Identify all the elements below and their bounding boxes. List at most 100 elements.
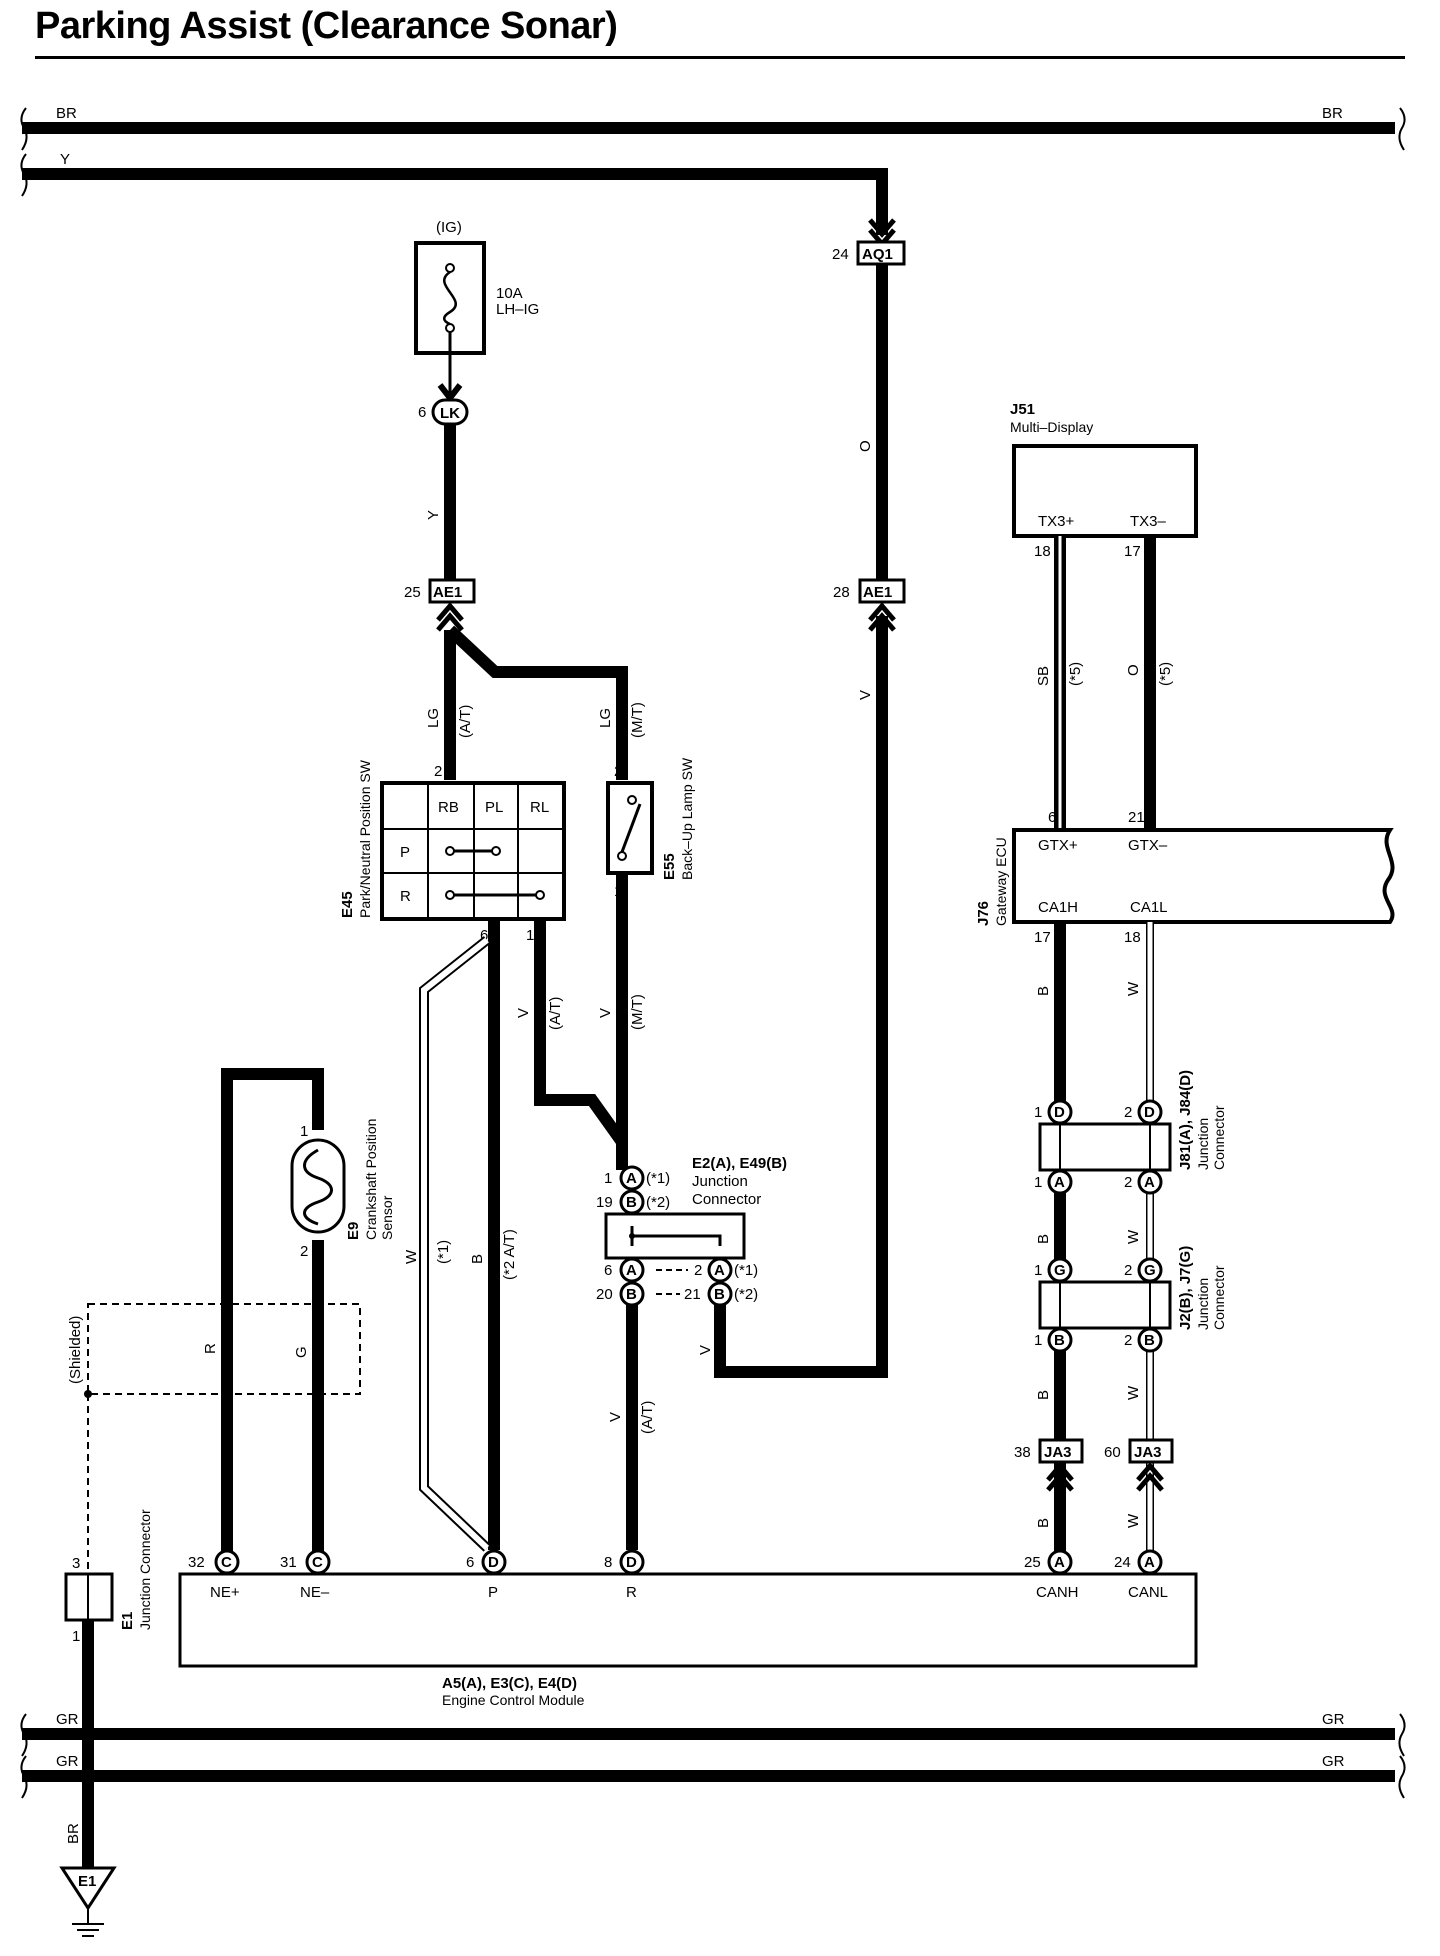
gr-label-right-1: GR <box>1322 1711 1345 1728</box>
e2-pin-a1-num: 1 <box>604 1170 612 1187</box>
r-wire-e9 <box>221 1068 324 1552</box>
e2-pin-b20-letter: B <box>626 1286 637 1303</box>
connector-aq1: AQ1 24 <box>832 218 906 266</box>
e1-pin-1: 1 <box>72 1628 80 1645</box>
mt-label-e55-v: (M/T) <box>629 994 646 1030</box>
j51-id: J51 <box>1010 401 1035 418</box>
star1-label-e45: (*1) <box>435 1240 452 1264</box>
ecm-pin-a24-num: 24 <box>1114 1554 1131 1571</box>
fuse-terminal-bottom <box>445 323 455 333</box>
w-wire-e45-ecm-inner <box>421 937 490 1551</box>
ja3-right-pin: 60 <box>1104 1444 1121 1461</box>
ecm-pin-c32-num: 32 <box>188 1554 205 1571</box>
e45-name: Park/Neutral Position SW <box>357 759 373 918</box>
e2-pin-a1-note: (*1) <box>646 1170 670 1187</box>
can-w-label-1: W <box>1125 981 1142 996</box>
e45-pin-top: 2 <box>434 763 442 780</box>
j2-pin-g1-num: 1 <box>1034 1262 1042 1279</box>
j2-pin-b1-num: 1 <box>1034 1332 1042 1349</box>
at-label-e45: (A/T) <box>457 705 474 738</box>
e2-pin-a6-num: 6 <box>604 1262 612 1279</box>
gr-bus-break-right-1 <box>1398 1713 1406 1757</box>
j81-pin-d2-letter: D <box>1144 1104 1155 1121</box>
j51-pin-18: 18 <box>1034 543 1051 560</box>
e2-pin-b19-letter: B <box>626 1194 637 1211</box>
connector-ja3-left: JA3 38 <box>1014 1438 1084 1492</box>
j51-pin-17: 17 <box>1124 543 1141 560</box>
page-title: Parking Assist (Clearance Sonar) <box>35 5 618 47</box>
can-b-label-3: B <box>1035 1390 1052 1400</box>
e45-row-r: R <box>400 888 411 905</box>
j2-id: J2(B), J7(G) <box>1177 1246 1194 1330</box>
lg-wire-e55 <box>445 625 628 780</box>
j76-gtx-minus: GTX– <box>1128 837 1168 854</box>
e55-pin-top: 2 <box>614 763 622 780</box>
j76-ca1l: CA1L <box>1130 899 1168 916</box>
ecm-pin-c31-letter: C <box>312 1554 323 1571</box>
shielded-label: (Shielded) <box>67 1316 84 1384</box>
e2-pin-b21 <box>707 1281 733 1307</box>
e2-pin-a2-note: (*1) <box>734 1262 758 1279</box>
gr-bus-break-right-2 <box>1398 1755 1406 1799</box>
ecm-pin-a25-num: 25 <box>1024 1554 1041 1571</box>
v-wire-ae1-e2 <box>714 616 888 1378</box>
e9-crankshaft-sensor: 1 2 E9 Crankshaft Position Sensor R G (S… <box>67 1068 395 1592</box>
e55-id: E55 <box>661 853 678 880</box>
j2-pin-b2 <box>1137 1327 1163 1353</box>
ground-label: E1 <box>78 1873 96 1890</box>
e2-splice-dot <box>629 1233 635 1239</box>
j81-pin-d1-num: 1 <box>1034 1104 1042 1121</box>
connector-ae1-left: AE1 25 <box>404 578 476 632</box>
ecm-pin-a24 <box>1137 1549 1163 1575</box>
e45-p-node-b <box>491 846 501 856</box>
ecm-pin-d8-letter: D <box>626 1554 637 1571</box>
fuse-rating: 10A <box>496 285 523 302</box>
j51-name: Multi–Display <box>1010 419 1093 435</box>
e45-p-node-a <box>445 846 455 856</box>
e55-backup-lamp-switch: 2 E55 Back–Up Lamp SW 1 <box>606 757 695 900</box>
y-wire-label: Y <box>425 510 442 520</box>
y-bus-label: Y <box>60 151 70 168</box>
ecm-pin-c32-letter: C <box>221 1554 232 1571</box>
v-label-e2-ecm: V <box>607 1412 624 1422</box>
v-label-e55: V <box>597 1008 614 1018</box>
ecm-box <box>178 1572 1198 1668</box>
ecm-id: A5(A), E3(C), E4(D) <box>442 1675 577 1692</box>
e55-node-bottom <box>617 851 627 861</box>
y-bus-wire <box>22 168 888 235</box>
bus-break-left <box>20 107 28 151</box>
ja3-left-box <box>1038 1438 1084 1464</box>
j81-pin-a1-letter: A <box>1054 1174 1065 1191</box>
j2-name2: Connector <box>1211 1265 1227 1330</box>
can-w-label-4: W <box>1125 1513 1142 1528</box>
j2-pin-g1-letter: G <box>1054 1262 1066 1279</box>
ae1-left-code: AE1 <box>433 584 462 601</box>
lk-code: LK <box>440 405 460 422</box>
coil-icon <box>303 1148 333 1226</box>
j51-box <box>1012 444 1198 538</box>
j76-gateway-ecu: 6 21 GTX+ GTX– CA1H CA1L J76 Gateway ECU… <box>975 809 1395 946</box>
j2-pin-g2-letter: G <box>1144 1262 1156 1279</box>
sb-star5-label: (*5) <box>1067 662 1084 686</box>
e9-name1: Crankshaft Position <box>363 1119 379 1240</box>
e2-pin-a2-num: 2 <box>694 1262 702 1279</box>
ground-triangle-icon <box>59 1866 117 1911</box>
j76-pin-21: 21 <box>1128 809 1145 826</box>
j81-pin-d2-num: 2 <box>1124 1104 1132 1121</box>
sb-label: SB <box>1035 666 1052 686</box>
v-wire-label-right: V <box>857 690 874 700</box>
w-label-e45: W <box>403 1249 420 1264</box>
v-wire-label-e2: V <box>697 1345 714 1355</box>
e2-pin-b19-note: (*2) <box>646 1194 670 1211</box>
star2-at-label: (*2 A/T) <box>501 1229 518 1280</box>
e45-pin-6: 6 <box>480 927 488 944</box>
j2-pin-b2-letter: B <box>1144 1332 1155 1349</box>
fuse-lh-ig: (IG) 10A LH–IG <box>414 219 539 403</box>
connector-ae1-right: AE1 28 <box>833 578 906 632</box>
lg-label-e45: LG <box>425 708 442 728</box>
j2-name1: Junction <box>1195 1278 1211 1330</box>
j51-tx-minus: TX3– <box>1130 513 1167 530</box>
e2-pin-a6 <box>619 1257 645 1283</box>
e1-junction-connector: 3 1 E1 Junction Connector BR E1 <box>59 1509 153 1937</box>
e45-row-p: P <box>400 844 410 861</box>
